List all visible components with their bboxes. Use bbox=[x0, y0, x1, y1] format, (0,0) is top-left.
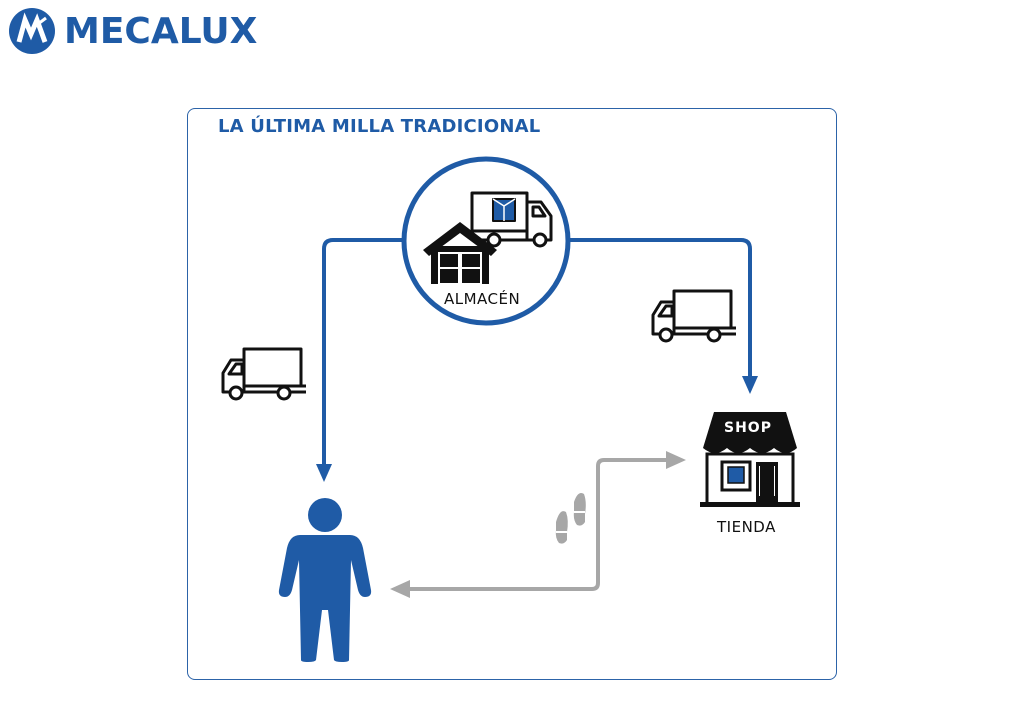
warehouse-building-icon bbox=[423, 222, 497, 284]
brand-name: MECALUX bbox=[64, 10, 258, 52]
diagram-frame bbox=[187, 108, 837, 680]
store-label: TIENDA bbox=[717, 518, 776, 536]
shop-icon bbox=[700, 412, 800, 507]
diagram-title: LA ÚLTIMA MILLA TRADICIONAL bbox=[218, 116, 541, 137]
brand-logo: MECALUX bbox=[8, 6, 257, 56]
warehouse-to-customer-arrow bbox=[316, 238, 404, 482]
warehouse-to-store-arrow bbox=[568, 238, 758, 394]
footprints-icon bbox=[555, 493, 586, 544]
shop-sign-text: SHOP bbox=[724, 420, 772, 436]
warehouse-label: ALMACÉN bbox=[444, 290, 521, 308]
person-icon bbox=[278, 498, 372, 662]
truck-icon bbox=[651, 289, 736, 343]
warehouse-truck-icon bbox=[470, 191, 553, 248]
mecalux-logo-icon bbox=[9, 8, 55, 54]
customer-store-walk-arrow bbox=[390, 451, 686, 598]
truck-icon bbox=[221, 347, 306, 401]
